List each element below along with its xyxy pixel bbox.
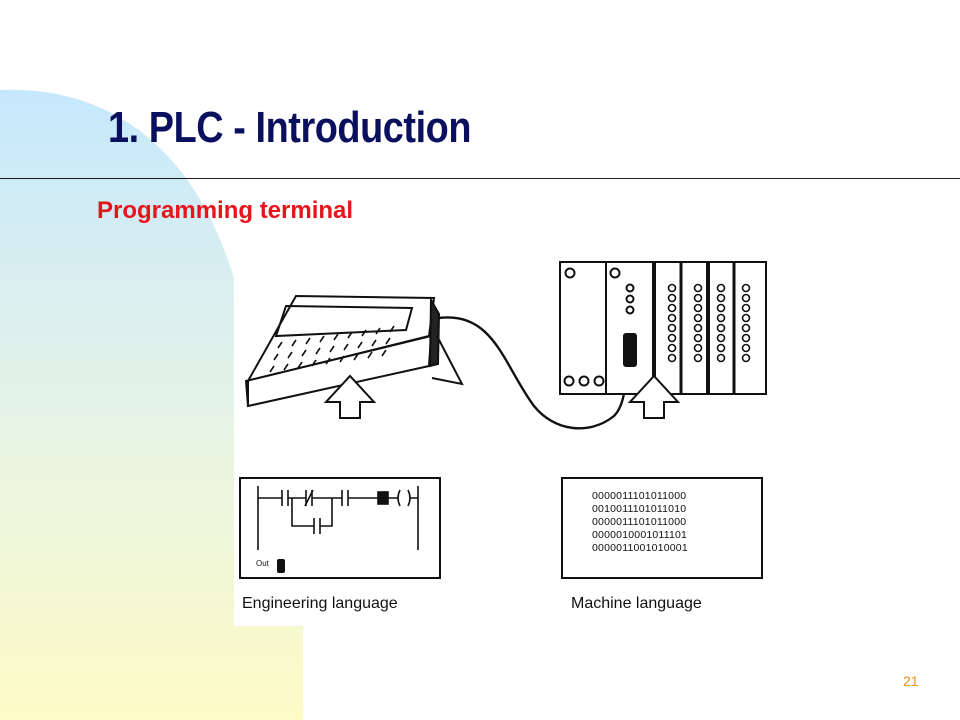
arrow-up-left — [323, 374, 377, 419]
machine-code-line: 0000010001011101 — [592, 529, 688, 541]
machine-language-box — [561, 477, 763, 579]
machine-code-line: 0000011001010001 — [592, 542, 688, 554]
connection-cable — [438, 316, 628, 430]
machine-code-line: 0010011101011010 — [592, 503, 687, 515]
slide-subtitle: Programming terminal — [97, 197, 354, 224]
programming-terminal-device — [244, 294, 464, 408]
engineering-language-label: Engineering language — [242, 595, 398, 612]
machine-code-line: 0000011101011000 — [592, 516, 687, 528]
slide-title: 1. PLC - Introduction — [108, 103, 472, 152]
machine-language-label: Machine language — [571, 595, 702, 612]
plc-rack — [559, 261, 767, 395]
arrow-up-right — [627, 374, 681, 419]
plc-programming-diagram: Out 0000011101011000 0010011101011010 00… — [234, 256, 768, 626]
machine-code-line: 0000011101011000 — [592, 490, 687, 502]
engineering-language-box — [239, 477, 441, 579]
title-divider — [0, 178, 960, 179]
page-number: 21 — [903, 673, 919, 689]
diagram-drawing — [239, 261, 767, 579]
out-label: Out — [256, 559, 269, 568]
ladder-diagram — [257, 486, 419, 550]
